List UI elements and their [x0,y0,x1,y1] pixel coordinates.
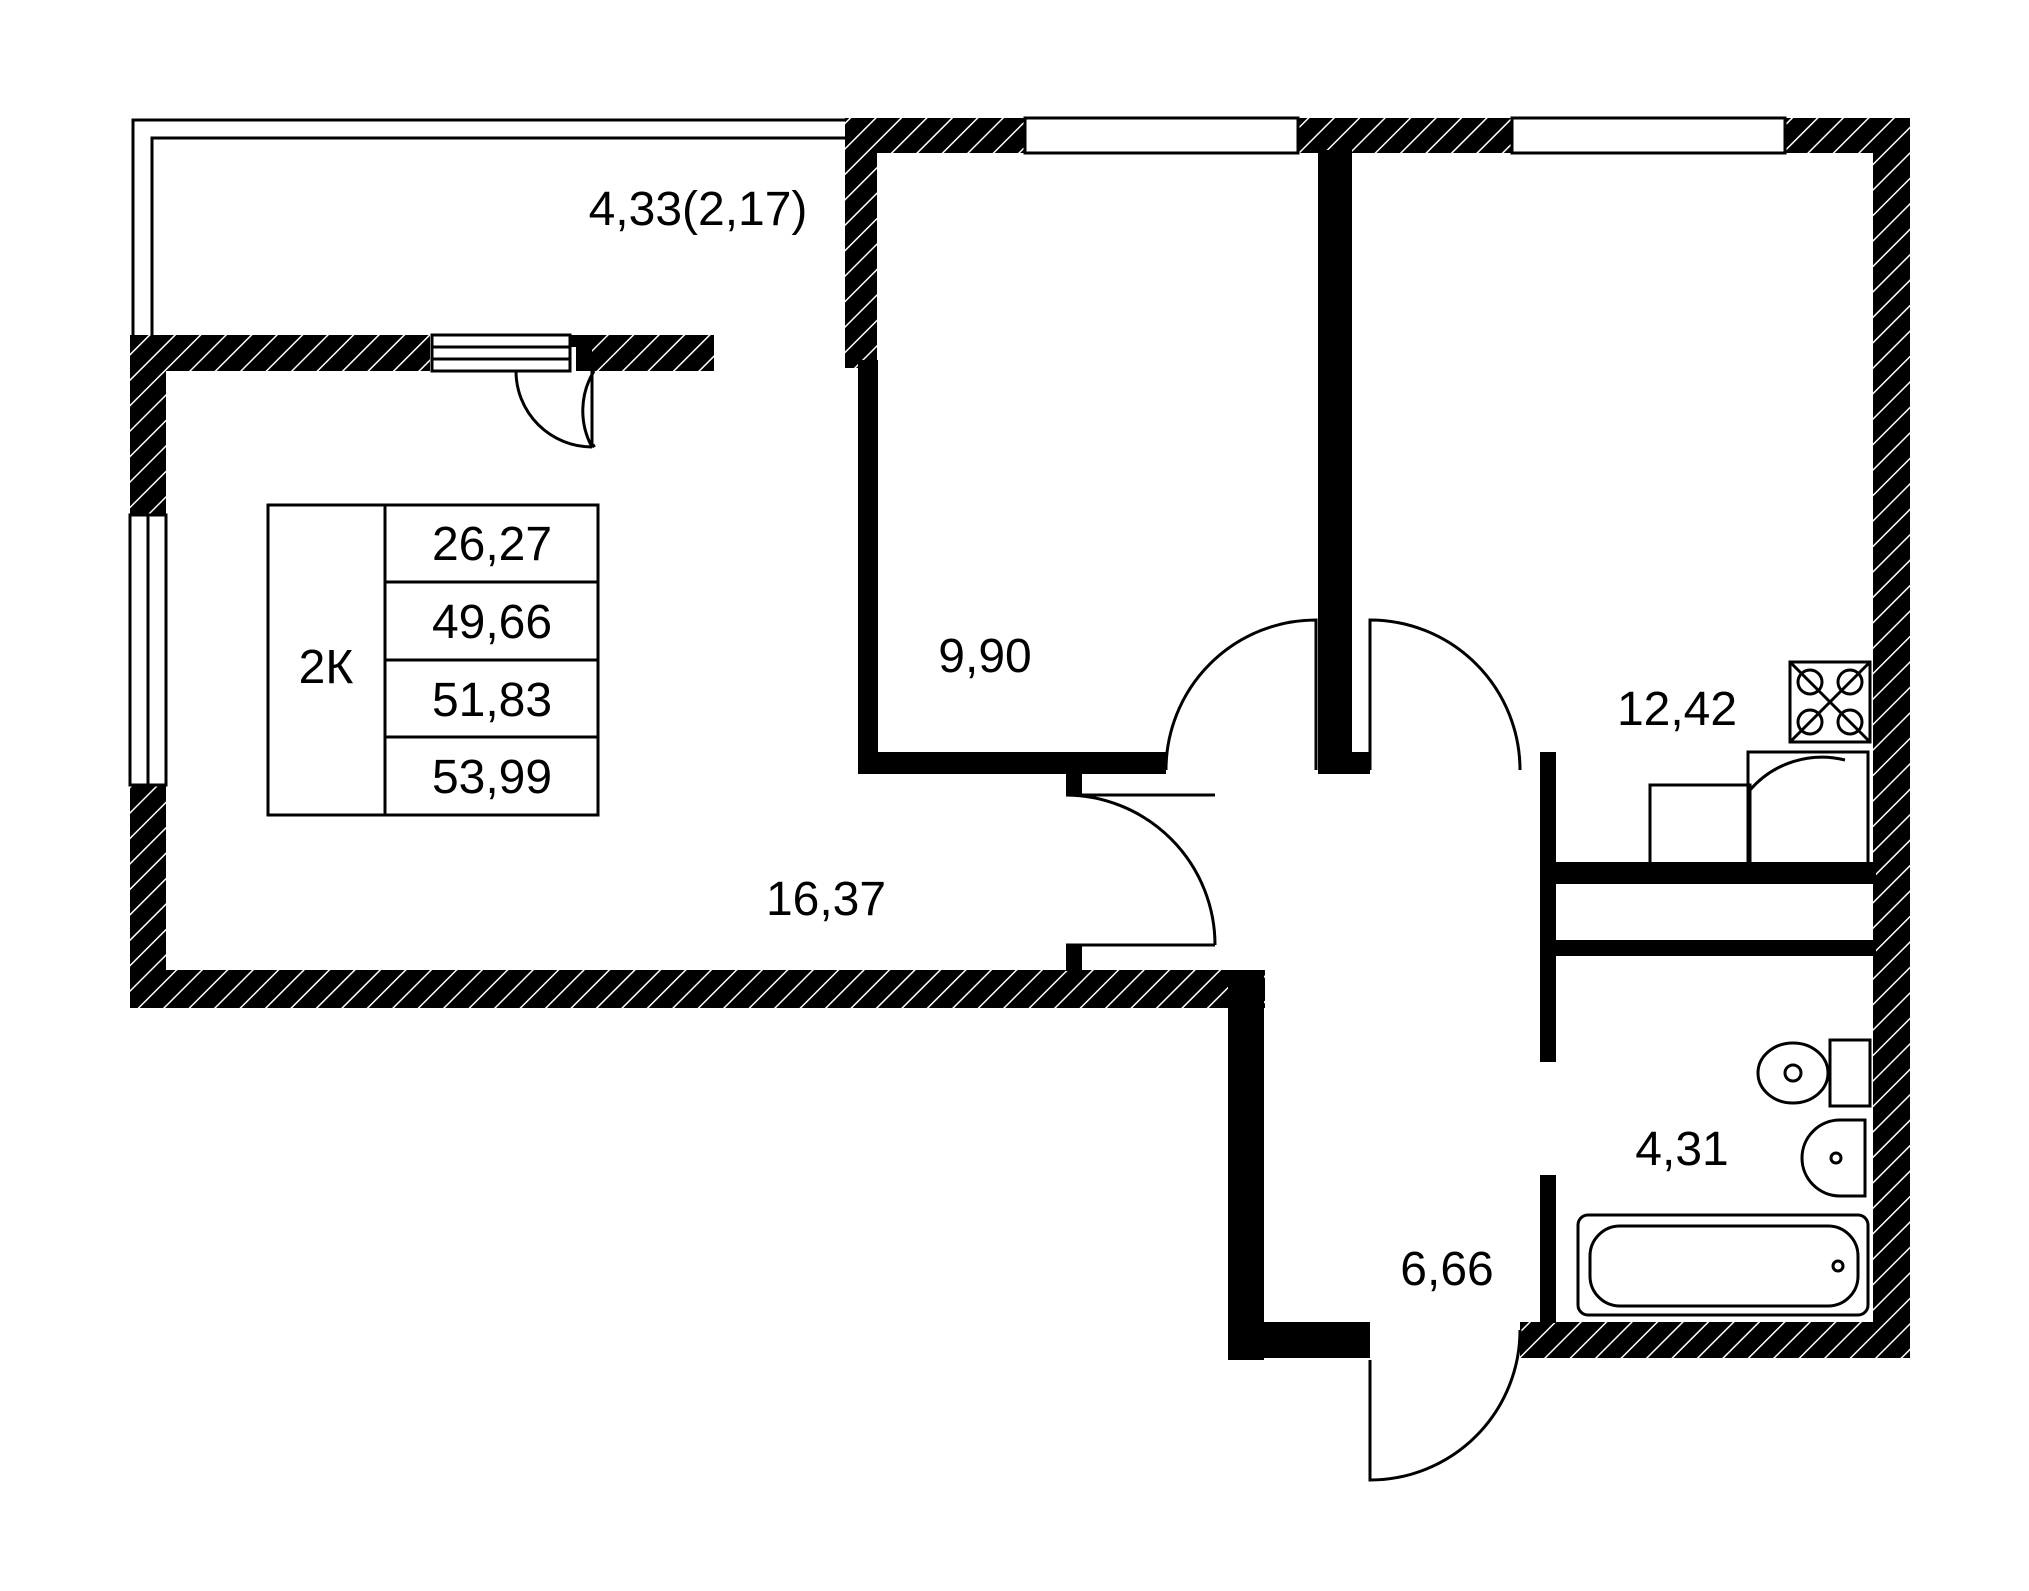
total-area-value: 49,66 [432,596,552,649]
area-with-balcony-reduced-value: 51,83 [432,674,552,727]
living-area-value: 26,27 [432,518,552,571]
interior-walls [570,150,1876,1360]
unit-type-label: 2К [299,641,354,694]
balcony [131,118,850,335]
windows [128,116,1787,787]
room-area-balcony: 4,33(2,17) [589,183,808,236]
exterior-walls [130,118,1910,1358]
bathtub-icon [1576,1213,1870,1317]
bathroom-fixtures [1576,1038,1872,1317]
area-legend [266,503,600,817]
room-area-bathroom: 4,31 [1635,1123,1728,1176]
kitchen-fixtures [1648,660,1872,867]
room-area-kitchen: 12,42 [1617,683,1737,736]
sink-icon [1746,750,1870,867]
area-with-balcony-full-value: 53,99 [432,751,552,804]
toilet-icon [1756,1041,1830,1105]
stove-icon [1788,660,1872,744]
doors [514,370,1522,1482]
room-area-bedroom: 9,90 [938,630,1031,683]
room-area-living-room: 16,37 [766,873,886,926]
washbasin-icon [1800,1118,1867,1198]
room-area-hallway: 6,66 [1400,1243,1493,1296]
